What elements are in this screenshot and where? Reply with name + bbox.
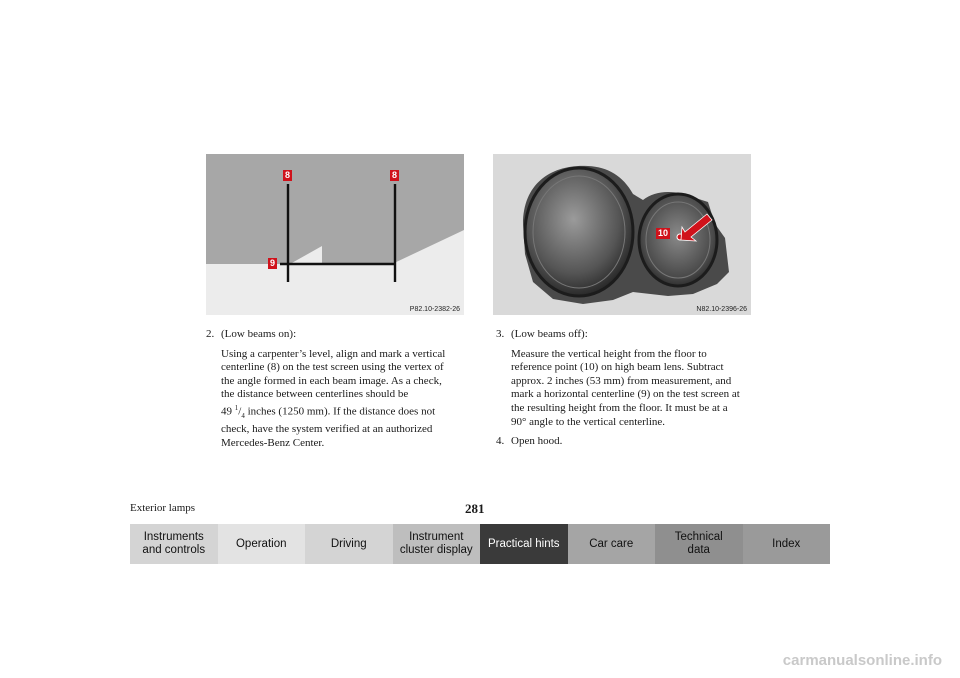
chapter-navigation-bar: Instruments and controls Operation Drivi… (130, 524, 830, 564)
step-text-line: the angle formed in each beam image. As … (221, 374, 442, 387)
section-title: Exterior lamps (130, 502, 196, 514)
tab-driving[interactable]: Driving (305, 524, 393, 564)
step-4: 4. Open hood. (496, 435, 756, 449)
step-text-line: mark a horizontal centerline (9) on the … (511, 388, 740, 401)
tab-operation[interactable]: Operation (217, 524, 305, 564)
watermark: carmanualsonline.info (782, 652, 942, 669)
tab-practical-hints[interactable]: Practical hints (480, 524, 568, 564)
page-number: 281 (465, 501, 485, 516)
tab-instrument-cluster-display[interactable]: Instrument cluster display (392, 524, 480, 564)
step-text-line: centerline (8) on the test screen using … (221, 361, 444, 374)
step-text-line: Mercedes-Benz Center. (221, 437, 325, 449)
step-text-line: the distance between centerlines should … (221, 388, 409, 401)
measure-whole: 49 (221, 405, 232, 418)
headlamp-drawing (493, 154, 751, 315)
step-heading: (Low beams on): (221, 328, 297, 340)
callout-8-left: 8 (283, 170, 293, 181)
step-3: 3. (Low beams off): Measure the vertical… (496, 328, 756, 429)
instructions-left-column: 2. (Low beams on): Using a carpenter’s l… (206, 328, 468, 451)
step-text-line: Open hood. (511, 435, 563, 448)
step-text-line: Using a carpenter’s level, align and mar… (221, 347, 446, 360)
step-text-line: the resulting height from the floor. It … (511, 401, 728, 414)
step-text-line: approx. 2 inches (53 mm) from measuremen… (511, 374, 732, 387)
measure-text: inches (1250 mm). If the distance does n… (244, 405, 436, 418)
tab-car-care[interactable]: Car care (567, 524, 655, 564)
step-2: 2. (Low beams on): Using a carpenter’s l… (206, 328, 468, 451)
headlamp-illustration: 10 N82.10-2396-26 (493, 154, 751, 315)
step-text-line: check, have the system verified at an au… (221, 423, 433, 436)
step-heading: (Low beams off): (511, 328, 588, 340)
instructions-right-column: 3. (Low beams off): Measure the vertical… (496, 328, 756, 449)
figure-code-left: P82.10-2382-26 (409, 306, 460, 313)
beam-pattern-drawing (206, 154, 464, 315)
step-number: 2. (206, 328, 215, 340)
callout-9: 9 (268, 258, 278, 269)
callout-8-right: 8 (390, 170, 400, 181)
tab-technical-data[interactable]: Technical data (655, 524, 743, 564)
beam-pattern-illustration: 8 8 9 P82.10-2382-26 (206, 154, 464, 315)
step-number: 4. (496, 435, 505, 448)
fraction-denominator: 4 (241, 411, 245, 420)
figure-code-right: N82.10-2396-26 (696, 306, 747, 313)
step-text-line: reference point (10) on high beam lens. … (511, 361, 724, 374)
tab-index[interactable]: Index (742, 524, 830, 564)
step-text-line: Measure the vertical height from the flo… (511, 347, 707, 360)
fraction-numerator: 1 (234, 403, 239, 412)
step-text-line: 49 1/4 inches (1250 mm). If the distance… (221, 403, 436, 420)
tab-instruments-and-controls[interactable]: Instruments and controls (130, 524, 218, 564)
callout-10: 10 (656, 228, 671, 239)
step-text-line: 90° angle to the vertical centerline. (511, 415, 666, 428)
step-number: 3. (496, 328, 505, 340)
